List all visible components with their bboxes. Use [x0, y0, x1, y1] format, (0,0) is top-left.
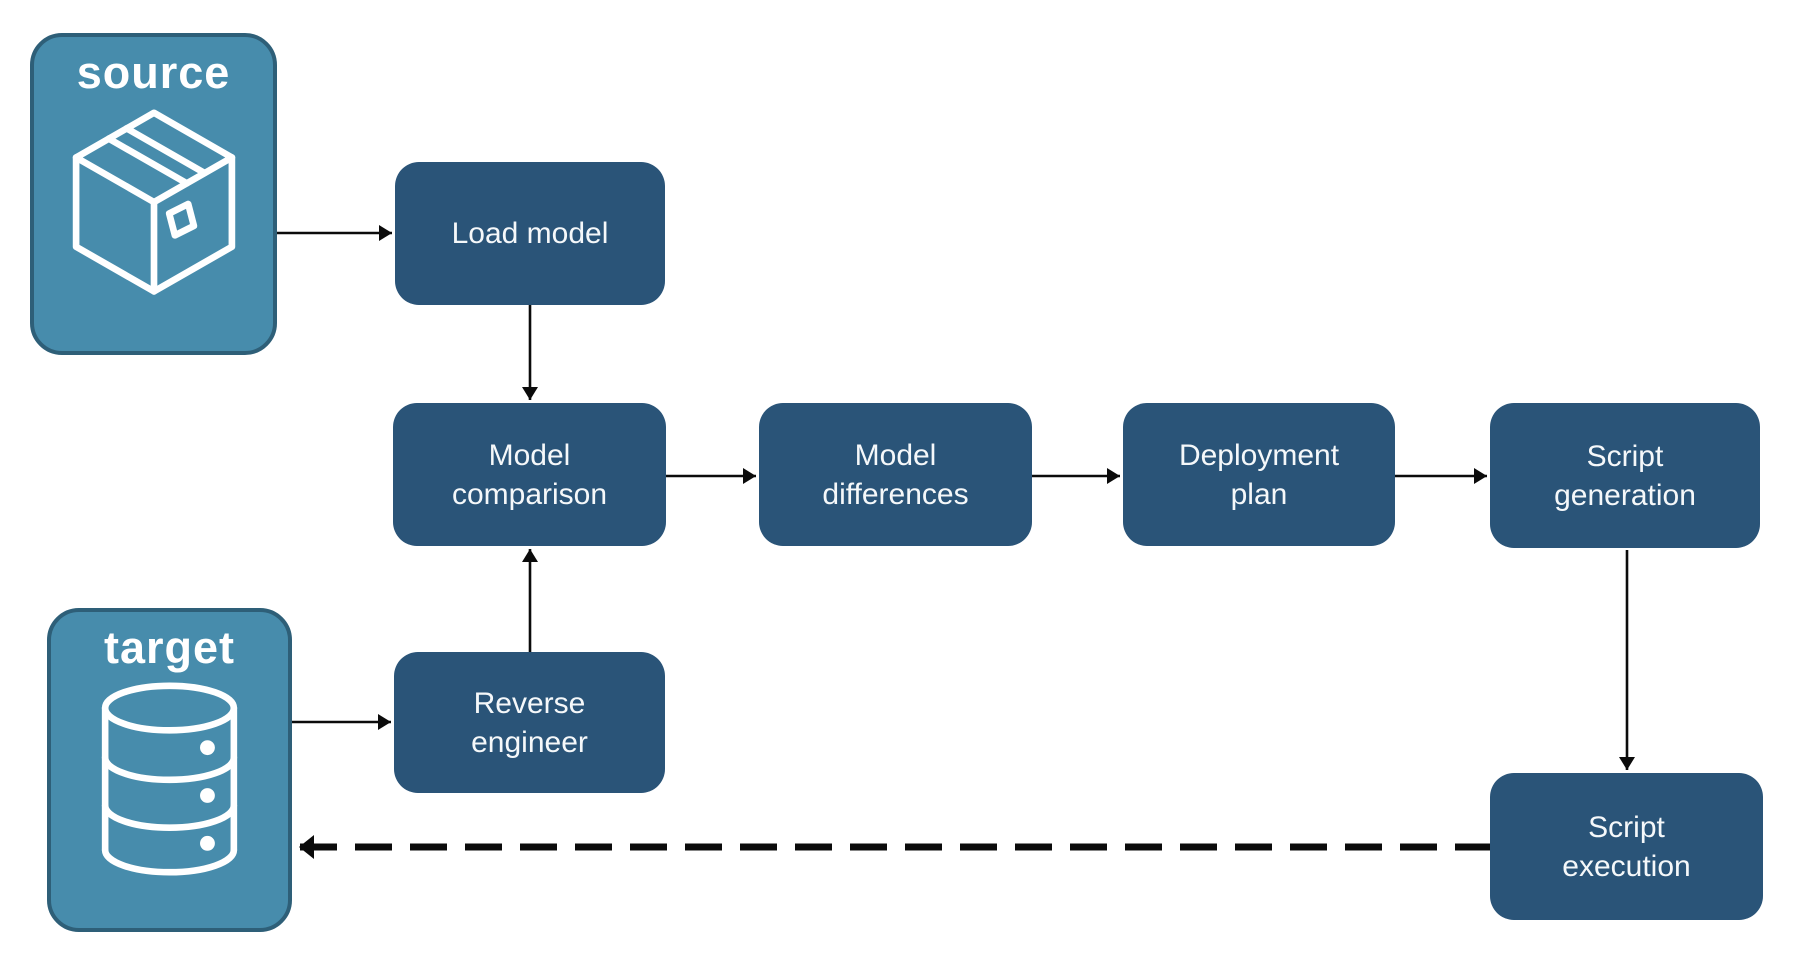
node-script-generation: Script generation — [1490, 403, 1760, 548]
node-reverse-engineer-label: Reverse engineer — [471, 686, 588, 759]
node-deployment-plan-label: Deployment plan — [1178, 438, 1340, 511]
node-script-execution: Script execution — [1490, 773, 1763, 920]
node-model-comparison: Model comparison — [393, 403, 666, 546]
node-reverse-engineer: Reverse engineer — [394, 652, 665, 793]
node-script-execution-label: Script execution — [1562, 810, 1691, 883]
node-model-differences: Model differences — [759, 403, 1032, 546]
node-load-model: Load model — [395, 162, 665, 305]
node-model-differences-label: Model differences — [822, 438, 969, 511]
target-store-card: target — [47, 608, 292, 932]
source-label: source — [76, 47, 231, 98]
node-model-comparison-label: Model comparison — [451, 438, 608, 511]
node-deployment-plan: Deployment plan — [1123, 403, 1395, 546]
database-icon — [101, 682, 238, 876]
package-icon — [72, 109, 235, 295]
target-label: target — [103, 622, 236, 673]
node-load-model-label: Load model — [451, 217, 609, 250]
node-script-generation-label: Script generation — [1554, 439, 1696, 512]
source-store-card: source — [30, 33, 277, 355]
